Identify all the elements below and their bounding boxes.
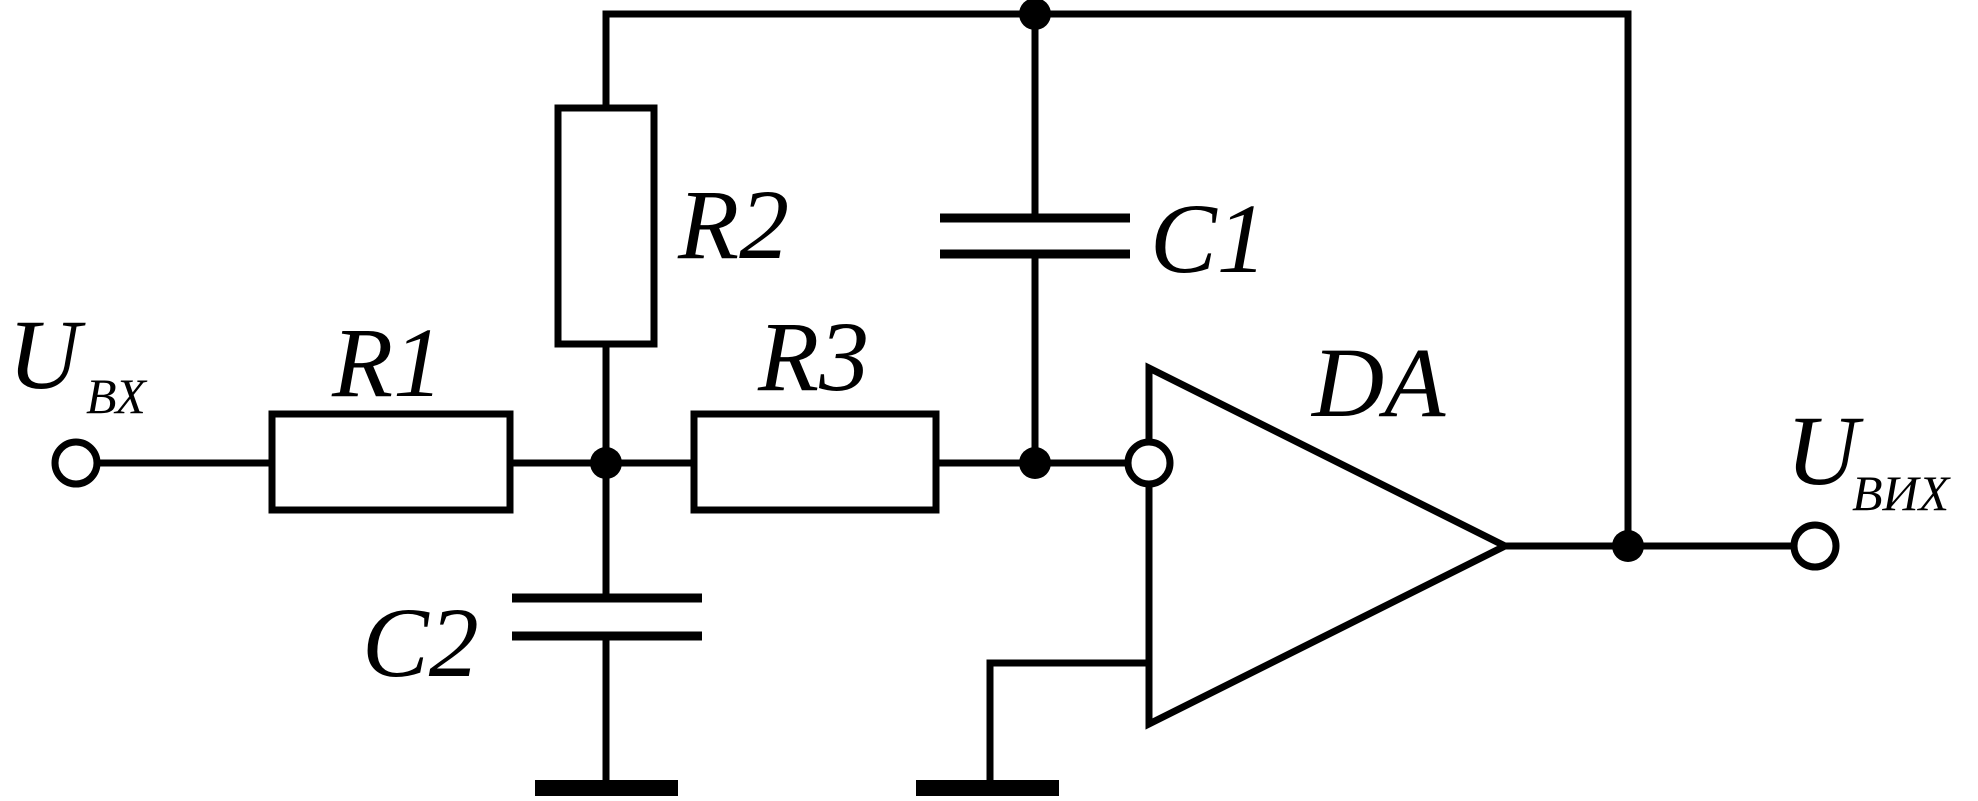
junction-output bbox=[1612, 530, 1644, 562]
opamp-triangle bbox=[1145, 362, 1513, 730]
label-c1: C1 bbox=[1150, 183, 1267, 294]
resistor-r2 bbox=[554, 104, 658, 348]
label-r1: R1 bbox=[331, 307, 443, 418]
label-opamp: DA bbox=[1310, 327, 1446, 438]
label-u-out: U bbox=[1786, 395, 1864, 506]
junction-node-a bbox=[590, 447, 622, 479]
label-u-out-sub: ВИХ bbox=[1852, 465, 1952, 521]
label-u-in: U bbox=[8, 299, 86, 410]
input-terminal bbox=[51, 438, 101, 488]
label-r3: R3 bbox=[757, 301, 869, 412]
feedback-rail bbox=[602, 10, 1632, 550]
junction-c1-input bbox=[1019, 447, 1051, 479]
junction-top bbox=[1019, 0, 1051, 30]
opamp-inverting-input bbox=[1124, 438, 1174, 488]
label-u-in-sub: ВХ bbox=[86, 368, 148, 424]
label-r2: R2 bbox=[677, 169, 789, 280]
resistor-r3 bbox=[690, 410, 940, 514]
resistor-r1 bbox=[268, 410, 514, 514]
label-c2: C2 bbox=[362, 587, 479, 698]
output-terminal bbox=[1790, 521, 1840, 571]
wire-opamp-ground bbox=[986, 659, 1153, 788]
